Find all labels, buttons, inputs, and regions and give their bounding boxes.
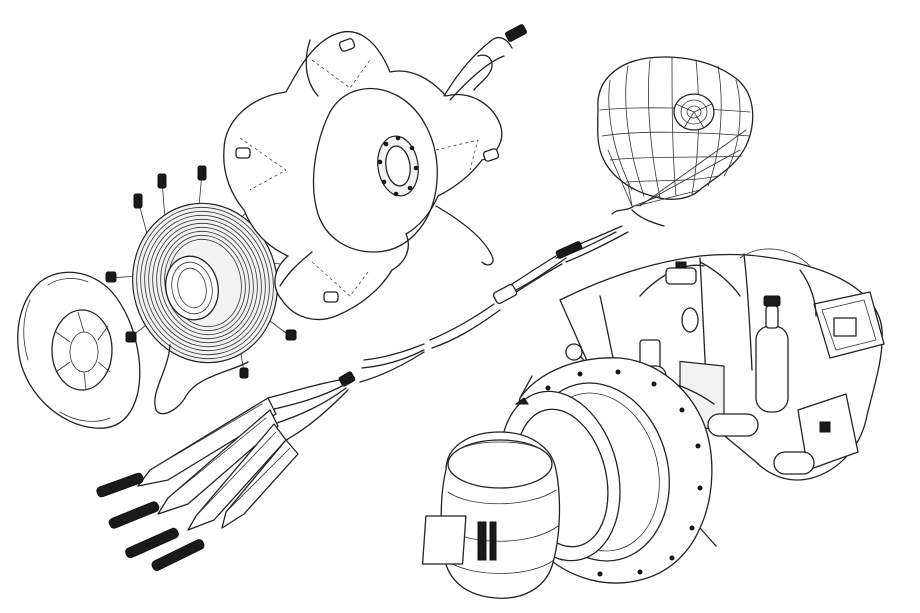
packed-canopy-icon	[421, 431, 561, 599]
parachute-canopy-icon	[597, 56, 754, 227]
gas-bottle-icon	[755, 295, 789, 413]
coiled-line-icon	[105, 165, 307, 415]
fabric-cover-icon	[17, 271, 141, 429]
bridle-lines-icon	[96, 225, 629, 571]
fabric-bag-icon	[223, 24, 527, 321]
